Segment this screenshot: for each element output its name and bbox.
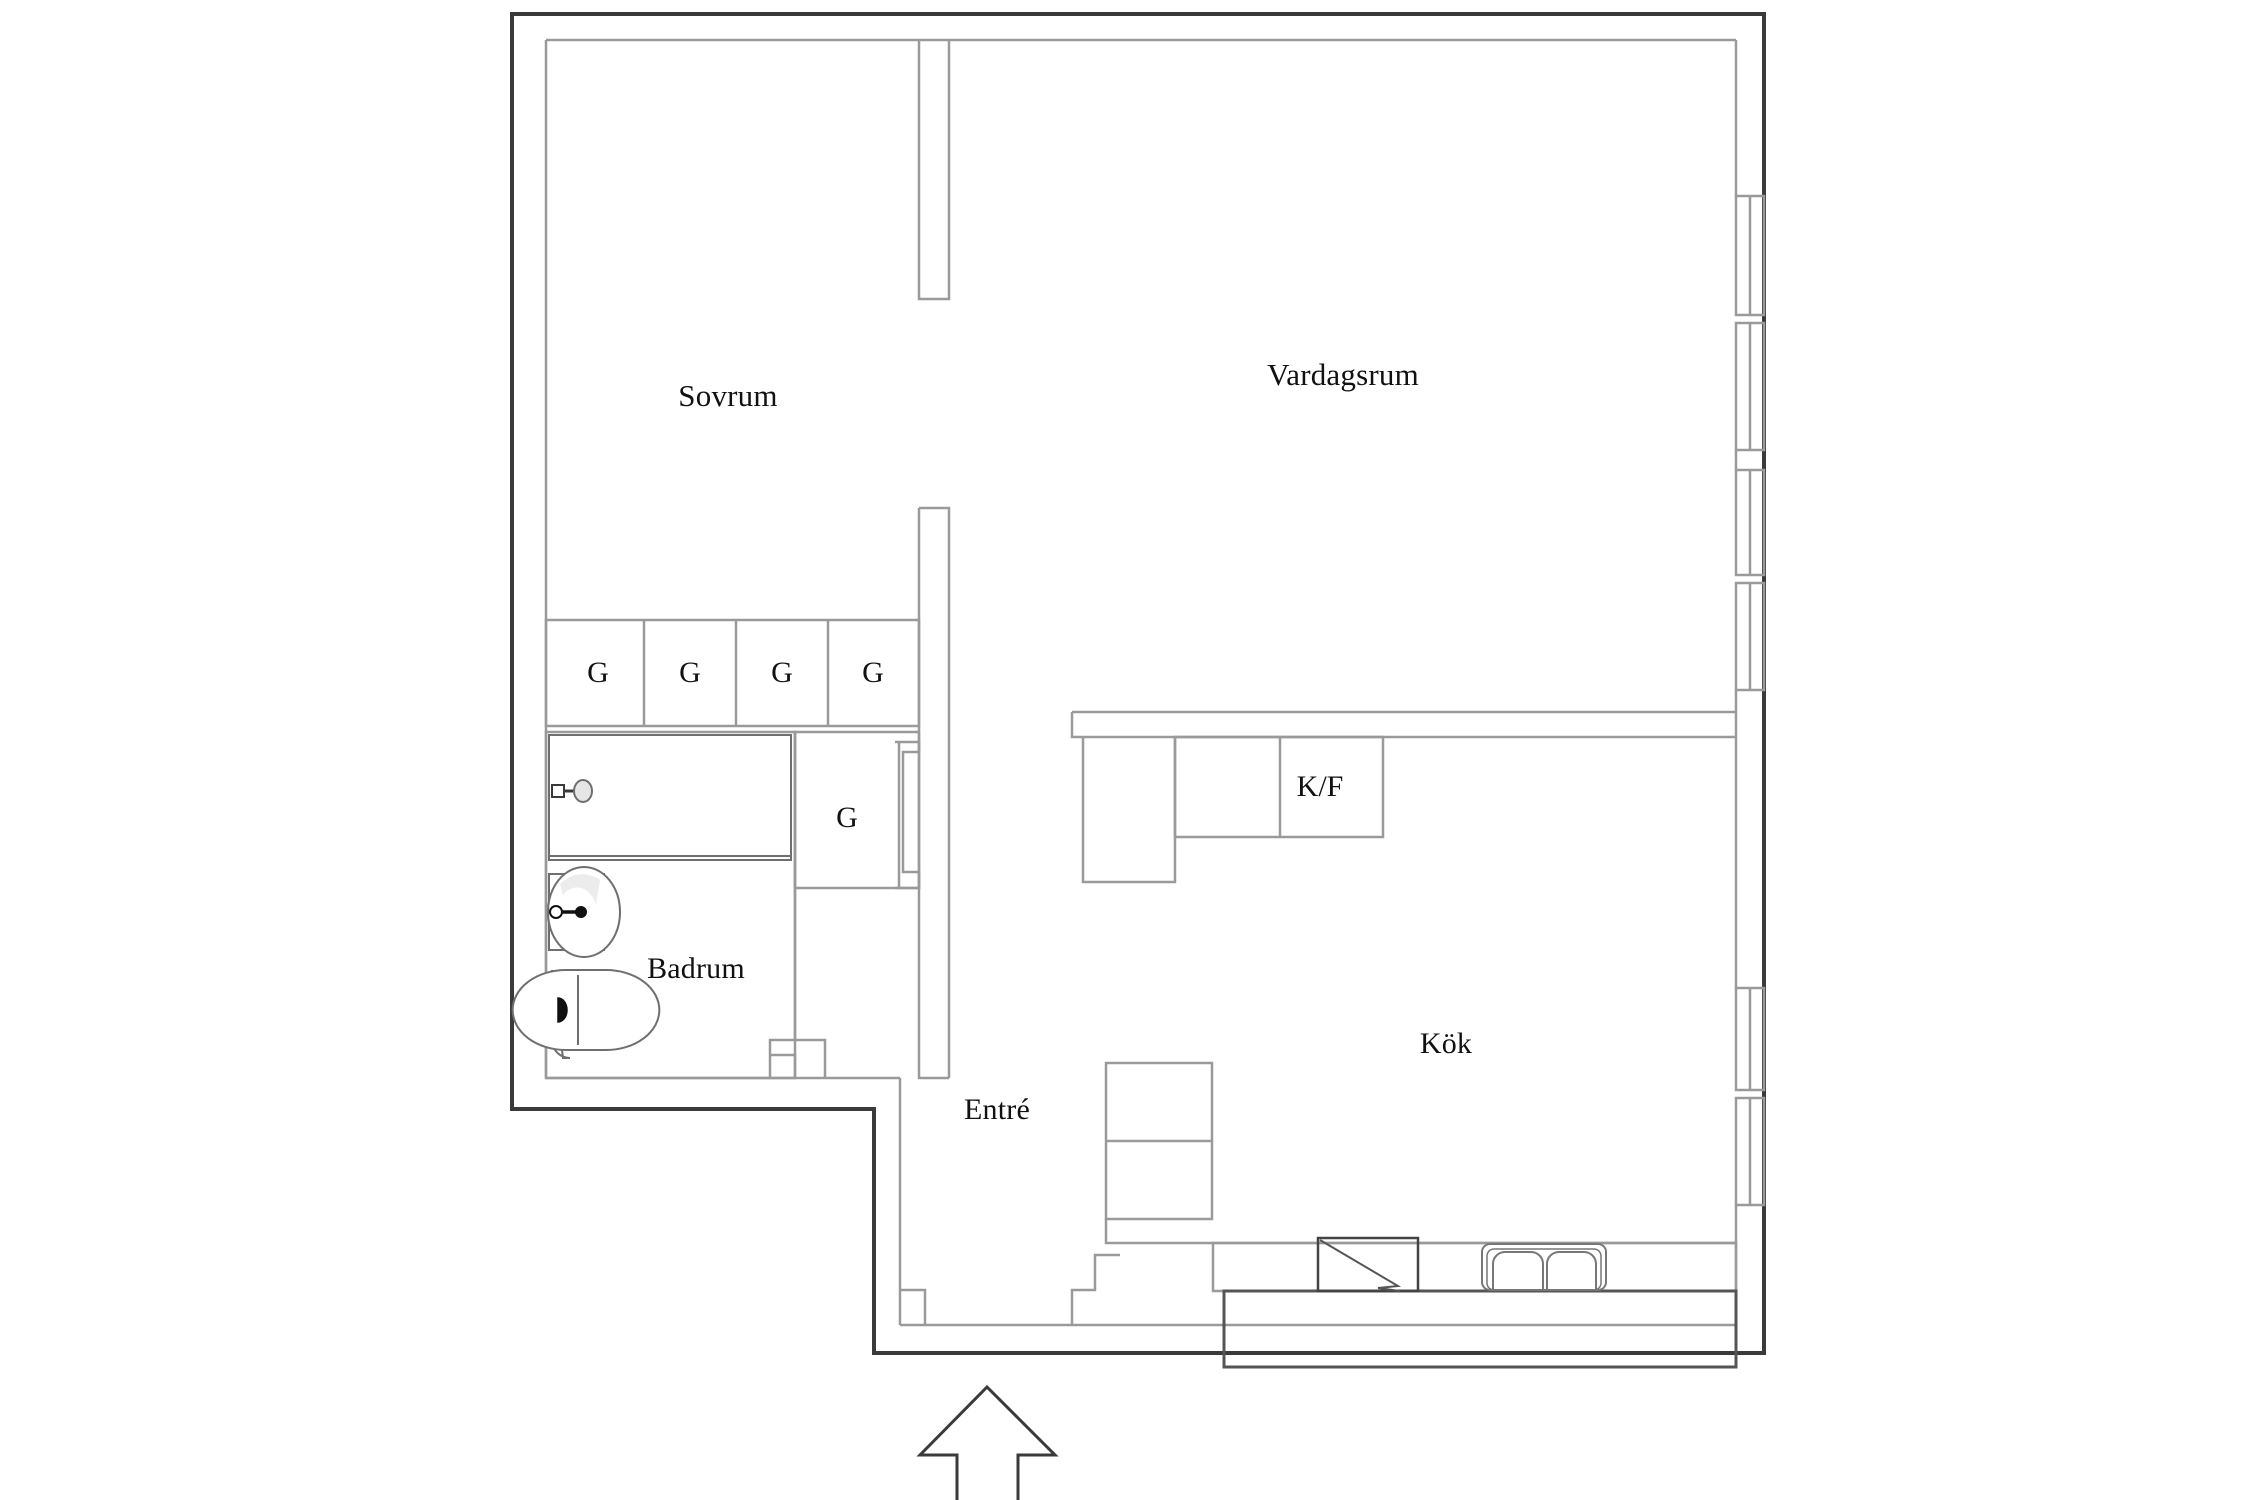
washbasin-icon — [547, 866, 621, 958]
entrance-arrow-icon — [916, 1384, 1059, 1500]
closet-label-1: G — [587, 656, 609, 689]
room-label-sovrum: Sovrum — [678, 378, 778, 413]
bathtub-icon — [548, 734, 792, 861]
kitchen-tall-cabinet — [1104, 1061, 1736, 1245]
room-label-kok: Kök — [1419, 1027, 1473, 1060]
partition-livingroom-kitchen — [1070, 710, 1736, 739]
kitchen-base-counter — [1211, 1236, 1738, 1369]
closet-label-5: G — [836, 801, 858, 834]
closet-label-4: G — [862, 656, 884, 689]
interior-wall-faces — [544, 38, 1738, 1327]
closet-label-2: G — [679, 656, 701, 689]
partition-bedroom-hall-lower — [917, 506, 951, 1080]
entrance-hall-walls — [770, 1053, 1120, 1325]
window-lr-1 — [1734, 194, 1766, 317]
toilet-icon — [511, 969, 661, 1059]
kitchen-sink-icon — [1481, 1243, 1607, 1291]
dishwasher-icon — [1316, 1236, 1420, 1293]
partition-bedroom-livingroom-upper — [917, 40, 951, 301]
appliance-label-fridge-freezer: K/F — [1296, 770, 1344, 803]
window-k-2 — [1734, 1096, 1766, 1207]
window-lr-3 — [1734, 468, 1766, 577]
bathtub-faucet-icon — [551, 779, 593, 803]
exterior-wall — [510, 12, 1766, 1355]
closet-label-3: G — [771, 656, 793, 689]
window-k-1 — [1734, 986, 1766, 1092]
window-lr-2 — [1734, 321, 1766, 452]
window-group-kitchen — [1734, 986, 1766, 1207]
window-group-living-room — [1734, 194, 1766, 692]
room-label-vardagsrum: Vardagsrum — [1267, 357, 1419, 392]
kitchen-upper-counter — [1081, 735, 1385, 884]
window-lr-4 — [1734, 581, 1766, 692]
bathroom-and-hall-walls — [544, 730, 921, 1080]
bedroom-closet-row — [544, 618, 921, 728]
room-label-badrum: Badrum — [647, 952, 745, 985]
room-label-entre: Entré — [964, 1093, 1030, 1126]
